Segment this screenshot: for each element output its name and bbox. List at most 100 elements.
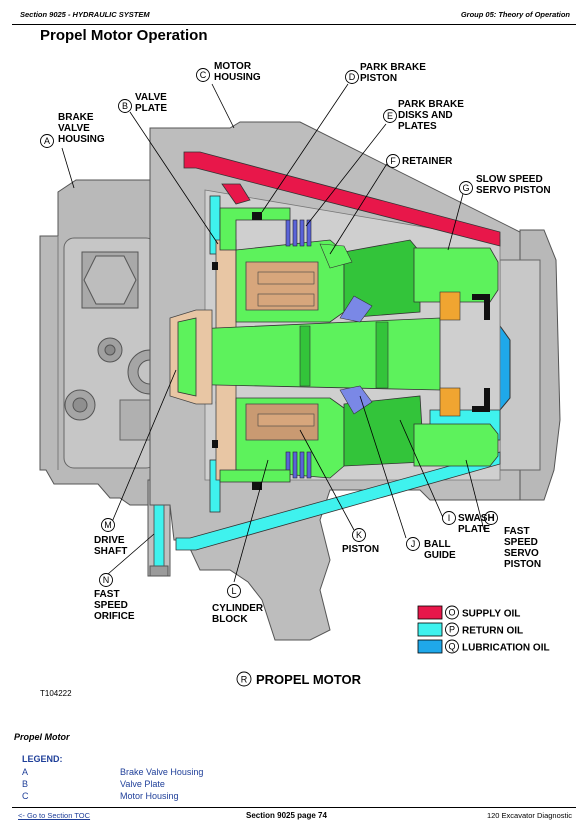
oil-legend-label: LUBRICATION OIL [462,643,550,654]
oil-legend-label: SUPPLY OIL [462,609,520,620]
callout-letter-circle [442,511,456,525]
toc-link[interactable]: <- Go to Section TOC [18,811,91,820]
slow-speed-servo-piston [413,247,499,303]
callout-label-line: SHAFT [94,546,127,557]
callout-letter: E [387,111,393,121]
callout-letter-circle [227,584,241,598]
caption-label: PROPEL MOTOR [256,672,362,687]
page-title: Propel Motor Operation [40,27,208,44]
pistons [257,271,315,427]
callout-label-line: BALL [424,539,451,550]
callout-letter-circle [386,154,400,168]
oil-legend-item: P RETURN OIL [417,622,523,637]
oil-swatch [417,639,443,654]
callout-k: K PISTON [342,528,379,555]
park-brake-piston [219,207,291,251]
callout-letter: H [488,513,495,523]
oil-legend: O SUPPLY OIL P RETURN OIL Q LUBRICATION OIL [417,605,550,654]
callout-letter-circle [118,99,132,113]
callout-letter: L [231,586,236,596]
callout-label-line: PARK BRAKE [398,99,464,110]
legend-heading: LEGEND: [22,754,63,764]
manual-title: 120 Excavator Diagnostic [486,811,572,820]
callout-label-line: BRAKE [58,112,94,123]
callout-label-line: DISKS AND [398,110,453,121]
callout-label-line: PISTON [360,73,397,84]
callout-label-line: SLOW SPEED [476,174,543,185]
page-number: Section 9025 page 74 [246,811,327,820]
section-title: Propel Motor [14,732,70,742]
header-section: Section 9025 - HYDRAULIC SYSTEM [20,10,150,19]
header-group: Group 05: Theory of Operation [460,10,570,19]
callout-label-line: VALVE [135,92,167,103]
retainer [319,243,353,269]
oil-legend-letter: Q [448,642,455,652]
callout-label-line: GUIDE [424,550,456,561]
callout-label-line: PISTON [342,544,379,555]
callout-letter: N [103,575,110,585]
callout-letter-circle [383,109,397,123]
callout-label-line: PLATES [398,121,437,132]
callout-label-line: PLATE [458,524,490,535]
oil-swatch [417,605,443,620]
callout-letter-circle [406,537,420,551]
callout-letter-circle [196,68,210,82]
callout-label-line: CYLINDER [212,603,264,614]
callout-label-line: HOUSING [214,72,261,83]
oil-legend-letter: P [449,625,455,635]
callout-letter-circle [459,181,473,195]
legend-key: B [22,779,29,789]
callout-label-line: DRIVE [94,535,125,546]
callout-letter: M [104,520,112,530]
callout-label-line: PISTON [504,559,541,570]
callout-letter-circle [40,134,54,148]
legend-value: Brake Valve Housing [120,767,204,777]
park-brake-disks [285,219,312,479]
callout-letter: G [462,183,469,193]
legend-key: A [22,767,29,777]
callout-letter: K [356,530,362,540]
callout-label-line: PARK BRAKE [360,62,426,73]
legend-value: Valve Plate [120,779,165,789]
callout-label-line: HOUSING [58,134,105,145]
callout-letter: C [200,70,207,80]
ball-guide [339,385,373,415]
callout-label-line: FAST [504,526,530,537]
oil-legend-item: Q LUBRICATION OIL [417,639,550,654]
fast-speed-servo-piston [413,423,499,467]
header-divider [12,24,576,25]
supply-oil-passage [183,151,501,247]
callout-letter-circle [99,573,113,587]
seals [212,262,490,448]
callout-label-line: SPEED [94,600,128,611]
caption-letter-circle [236,671,252,687]
callout-label-line: MOTOR [214,61,252,72]
callout-letter: F [390,156,396,166]
callout-label-line: SERVO PISTON [476,185,551,196]
caption-letter: R [241,675,248,685]
bearings [439,291,461,417]
propel-motor-diagram: ABRAKEVALVEHOUSINGBVALVEPLATECMOTORHOUSI… [39,61,561,687]
callout-label-line: BLOCK [212,614,248,625]
callout-letter-circle [352,528,366,542]
footer-divider [12,807,576,808]
legend-key: C [22,791,29,801]
callout-letter: D [349,72,356,82]
callout-letter: J [411,539,416,549]
oil-legend-label: RETURN OIL [462,626,523,637]
callout-label-line: PLATE [135,103,167,114]
oil-legend-letter: O [448,608,455,618]
oil-swatch [417,622,443,637]
callout-letter: B [122,101,128,111]
